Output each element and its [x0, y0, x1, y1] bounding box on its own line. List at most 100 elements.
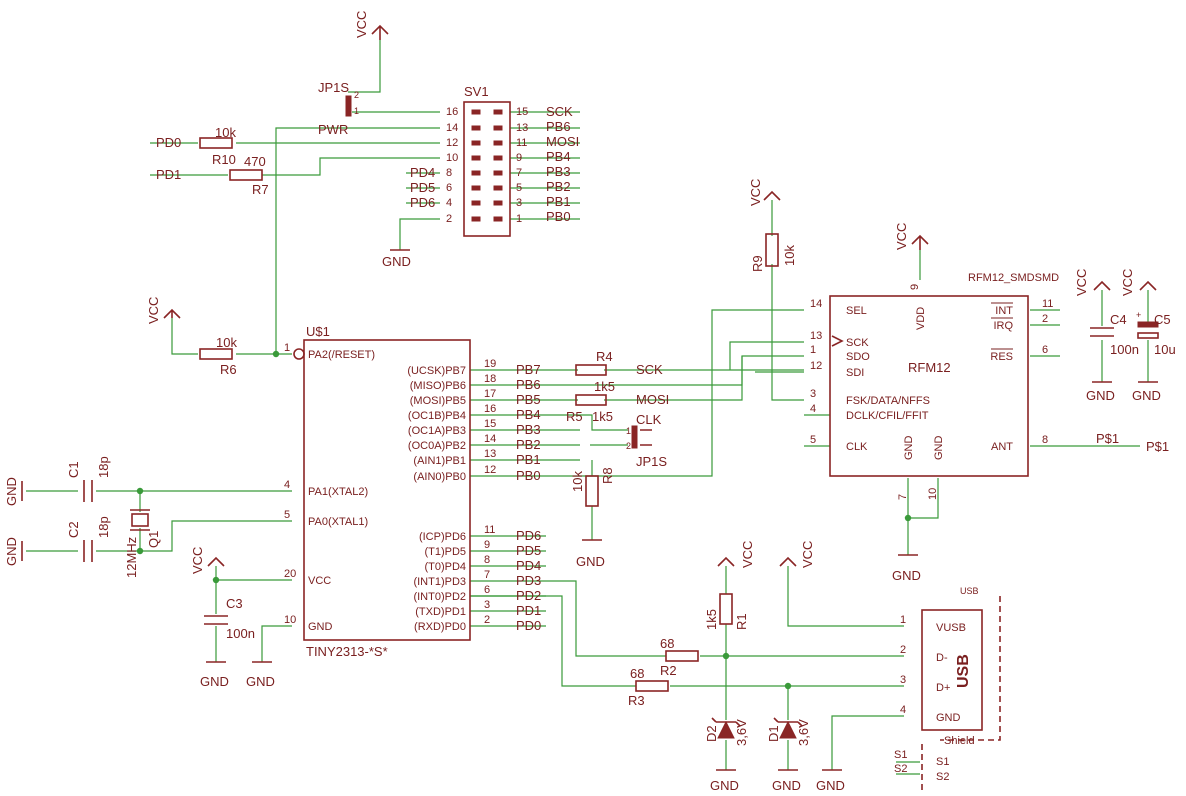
chip-pin-name: PA1(XTAL2) — [308, 486, 368, 498]
header-pin — [471, 125, 481, 131]
vcc-label: VCC — [740, 541, 755, 568]
header-pin — [471, 109, 481, 115]
resistor-r7-value: 470 — [244, 154, 266, 169]
crystal-q1: 12MHz Q1 — [124, 509, 161, 578]
crystal-q1-value: 12MHz — [124, 537, 139, 578]
header-pin — [471, 216, 481, 222]
gnd-label: GND — [382, 254, 411, 269]
header-pin — [471, 155, 481, 161]
resistor-r9-value: 10k — [782, 245, 797, 266]
resistor-r5-value: 1k5 — [592, 409, 613, 424]
resistor-r7-ref: R7 — [252, 182, 269, 197]
connector-usb-shield: Shield — [944, 735, 975, 747]
vcc-label: VCC — [1120, 269, 1135, 296]
header-pin — [493, 140, 503, 146]
gnd-label: GND — [892, 568, 921, 583]
header-pin — [493, 185, 503, 191]
net-label-mosi: MOSI — [636, 392, 669, 407]
resistor-r4-value: 1k5 — [594, 379, 615, 394]
net-label-ps1: P$1 — [1146, 439, 1169, 454]
chip-pin-number: 6 — [1042, 344, 1048, 356]
chip-pin-number: 8 — [484, 554, 490, 566]
net-label-pb7: PB7 — [516, 362, 541, 377]
net-label-ps1: P$1 — [1096, 431, 1119, 446]
chip-pin-name: (RXD)PD0 — [414, 621, 466, 633]
chip-pin-name: GND — [308, 621, 333, 633]
net-label-sck: SCK — [546, 104, 573, 119]
jumper-pin: 1 — [626, 426, 631, 436]
net-label-pd1: PD1 — [156, 167, 181, 182]
capacitor-c5-value: 10u — [1154, 342, 1176, 357]
jumper-jp1s-top: JP1S 2 1 — [318, 80, 359, 117]
capacitor-c1-ref: C1 — [66, 461, 81, 478]
chip-pin-number: 5 — [810, 434, 816, 446]
chip-pin-name: GND — [933, 436, 945, 461]
chip-pin-name: (OC1A)PB3 — [408, 425, 466, 437]
chip-pin-number: 9 — [484, 539, 490, 551]
chip-pin-number: 20 — [284, 568, 296, 580]
vcc-label: VCC — [1074, 269, 1089, 296]
net-label-pb4: PB4 — [516, 407, 541, 422]
resistor-r6 — [199, 348, 233, 360]
capacitor-c5-ref: C5 — [1154, 312, 1171, 327]
shield-pin-s2: S2 — [894, 763, 907, 775]
resistor-r2 — [665, 650, 699, 662]
resistor-r8 — [585, 475, 599, 507]
vcc-label: VCC — [894, 223, 909, 250]
jumper-pin: 2 — [354, 90, 359, 100]
chip-pin-number: 16 — [484, 403, 496, 415]
header-pin-number: 8 — [446, 167, 452, 179]
chip-pin-name: GND — [903, 436, 915, 461]
capacitor-c3-ref: C3 — [226, 596, 243, 611]
header-sv1-ref: SV1 — [464, 84, 489, 99]
net-label-pd1: PD1 — [516, 603, 541, 618]
chip-pin-number: 9 — [909, 284, 921, 290]
chip-pin-number: 14 — [484, 433, 496, 445]
header-pin — [493, 125, 503, 131]
gnd-label: GND — [576, 554, 605, 569]
chip-pin-number: 3 — [810, 388, 816, 400]
connector-pin-number: 1 — [900, 614, 906, 626]
chip-pin-number: 10 — [927, 488, 939, 500]
connector-usb: USB USB Shield S1 S2 S1 S2 VUSB1D-2D+3GN… — [894, 586, 1001, 790]
resistor-r10-value: 10k — [215, 125, 236, 140]
chip-pin-name: DCLK/CFIL/FFIT — [846, 410, 929, 422]
chip-pin-name: IRQ — [993, 320, 1013, 332]
chip-pin-number: 2 — [1042, 313, 1048, 325]
vcc-label: VCC — [748, 179, 763, 206]
chip-pin-name: (AIN0)PB0 — [413, 471, 466, 483]
net-label-pd5: PD5 — [516, 543, 541, 558]
capacitor-c4-value: 100n — [1110, 342, 1139, 357]
chip-rfm12-name: RFM12 — [908, 360, 951, 375]
gnd-label: GND — [710, 778, 739, 793]
chip-u1-value: TINY2313-*S* — [306, 644, 388, 659]
chip-pin-number: 18 — [484, 373, 496, 385]
diode-d1-ref: D1 — [766, 725, 781, 742]
header-pin-number: 10 — [446, 152, 458, 164]
net-label-pb1: PB1 — [516, 452, 541, 467]
header-pin-number: 5 — [516, 182, 522, 194]
header-pin-number: 6 — [446, 182, 452, 194]
chip-pin-name: (TXD)PD1 — [415, 606, 466, 618]
diode-d1-value: 3,6V — [796, 719, 811, 746]
connector-pin-name: D- — [936, 652, 948, 664]
chip-pin-name: (T0)PD4 — [424, 561, 466, 573]
resistor-r1-ref: R1 — [734, 613, 749, 630]
chip-pin-name: INT — [995, 305, 1013, 317]
chip-u1-ref: U$1 — [306, 324, 330, 339]
chip-pin-name: (UCSK)PB7 — [407, 365, 466, 377]
resistor-r2-ref: R2 — [660, 663, 677, 678]
resistor-r4-ref: R4 — [596, 349, 613, 364]
vcc-label: VCC — [354, 11, 369, 38]
net-label-pb2: PB2 — [546, 179, 571, 194]
net-label-pb4: PB4 — [546, 149, 571, 164]
chip-pin-number: 1 — [810, 344, 816, 356]
resistor-r1-value: 1k5 — [704, 609, 719, 630]
chip-pin-name: SCK — [846, 337, 869, 349]
gnd-label: GND — [1086, 388, 1115, 403]
connector-pin-number: 3 — [900, 674, 906, 686]
resistor-r5-ref: R5 — [566, 409, 583, 424]
chip-pin-name: (AIN1)PB1 — [413, 455, 466, 467]
chip-pin-number: 3 — [484, 599, 490, 611]
